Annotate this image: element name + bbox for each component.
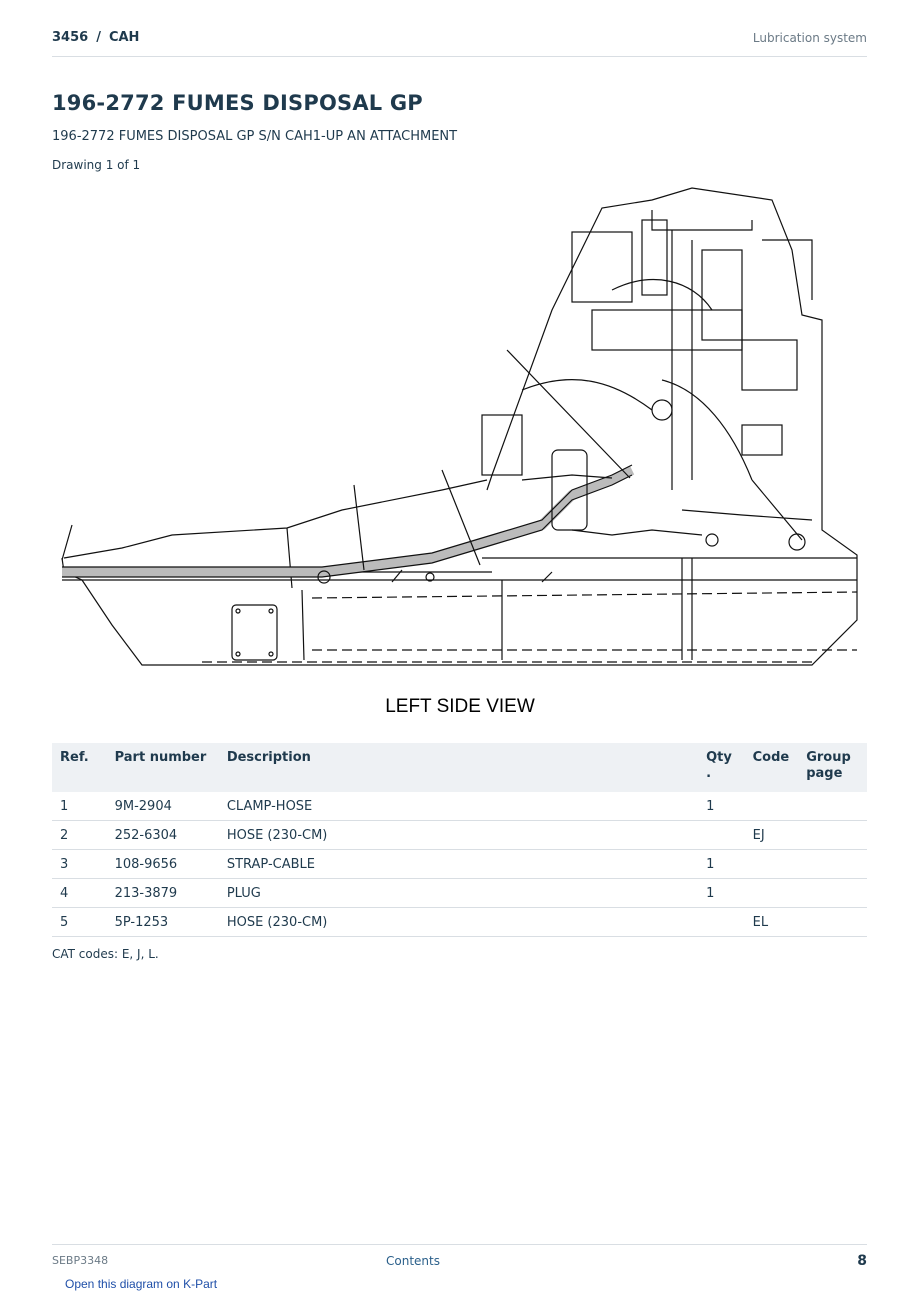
table-row: 3 108-9656 STRAP-CABLE 1 <box>52 849 867 879</box>
breadcrumb: 3456 / CAH <box>52 30 139 45</box>
drawing-count: Drawing 1 of 1 <box>52 158 141 172</box>
row-code: EJ <box>744 820 799 850</box>
parts-table-header-row: Ref. Part number Description Qty . Code … <box>52 743 867 792</box>
row-qty: 1 <box>698 878 745 908</box>
document-id: SEBP3348 <box>52 1254 109 1267</box>
row-part-number[interactable]: 5P-1253 <box>106 907 219 937</box>
row-code: EL <box>744 907 799 937</box>
open-in-kpart-link[interactable]: Open this diagram on K-Part <box>65 1277 218 1291</box>
serial-prefix: CAH <box>108 30 140 45</box>
col-part-number: Part number <box>106 743 219 792</box>
parts-diagram[interactable] <box>52 180 867 680</box>
row-ref: 5 <box>52 907 107 937</box>
row-code <box>744 792 799 821</box>
row-code <box>744 878 799 908</box>
col-qty: Qty . <box>698 743 745 792</box>
contents-link[interactable]: Contents <box>386 1254 440 1268</box>
row-description: PLUG <box>218 878 699 908</box>
row-description: CLAMP-HOSE <box>218 792 699 821</box>
page-footer: SEBP3348 Contents 8 <box>52 1244 867 1275</box>
col-description: Description <box>218 743 699 792</box>
model-number: 3456 <box>52 30 89 45</box>
row-description: STRAP-CABLE <box>218 849 699 879</box>
table-row: 2 252-6304 HOSE (230-CM) EJ <box>52 820 867 850</box>
row-group-page <box>798 820 867 850</box>
col-code: Code <box>744 743 799 792</box>
view-label: LEFT SIDE VIEW <box>385 696 535 717</box>
row-ref: 4 <box>52 878 107 908</box>
row-group-page <box>798 792 867 821</box>
row-part-number[interactable]: 108-9656 <box>106 849 219 879</box>
row-qty: 1 <box>698 792 745 821</box>
row-ref: 1 <box>52 792 107 821</box>
row-part-number[interactable]: 252-6304 <box>106 820 219 850</box>
table-row: 1 9M-2904 CLAMP-HOSE 1 <box>52 792 867 821</box>
row-group-page <box>798 849 867 879</box>
page-number: 8 <box>857 1253 867 1269</box>
parts-table: Ref. Part number Description Qty . Code … <box>52 743 867 937</box>
page-header: 3456 / CAH Lubrication system <box>52 28 867 57</box>
row-qty: 1 <box>698 849 745 879</box>
cat-codes-note: CAT codes: E, J, L. <box>52 947 159 961</box>
page-title: 196-2772 FUMES DISPOSAL GP <box>52 91 423 115</box>
table-row: 5 5P-1253 HOSE (230-CM) EL <box>52 907 867 937</box>
row-code <box>744 849 799 879</box>
table-row: 4 213-3879 PLUG 1 <box>52 878 867 908</box>
row-group-page <box>798 907 867 937</box>
row-ref: 2 <box>52 820 107 850</box>
row-part-number[interactable]: 213-3879 <box>106 878 219 908</box>
col-ref: Ref. <box>52 743 107 792</box>
row-description: HOSE (230-CM) <box>218 907 699 937</box>
row-qty <box>698 907 745 937</box>
row-group-page <box>798 878 867 908</box>
row-description: HOSE (230-CM) <box>218 820 699 850</box>
engine-left-side-drawing <box>61 187 858 666</box>
row-part-number[interactable]: 9M-2904 <box>106 792 219 821</box>
row-ref: 3 <box>52 849 107 879</box>
col-group-page: Group page <box>798 743 867 792</box>
section-name: Lubrication system <box>752 31 867 45</box>
page-subtitle: 196-2772 FUMES DISPOSAL GP S/N CAH1-UP A… <box>52 129 458 144</box>
row-qty <box>698 820 745 850</box>
breadcrumb-separator: / <box>96 30 101 45</box>
